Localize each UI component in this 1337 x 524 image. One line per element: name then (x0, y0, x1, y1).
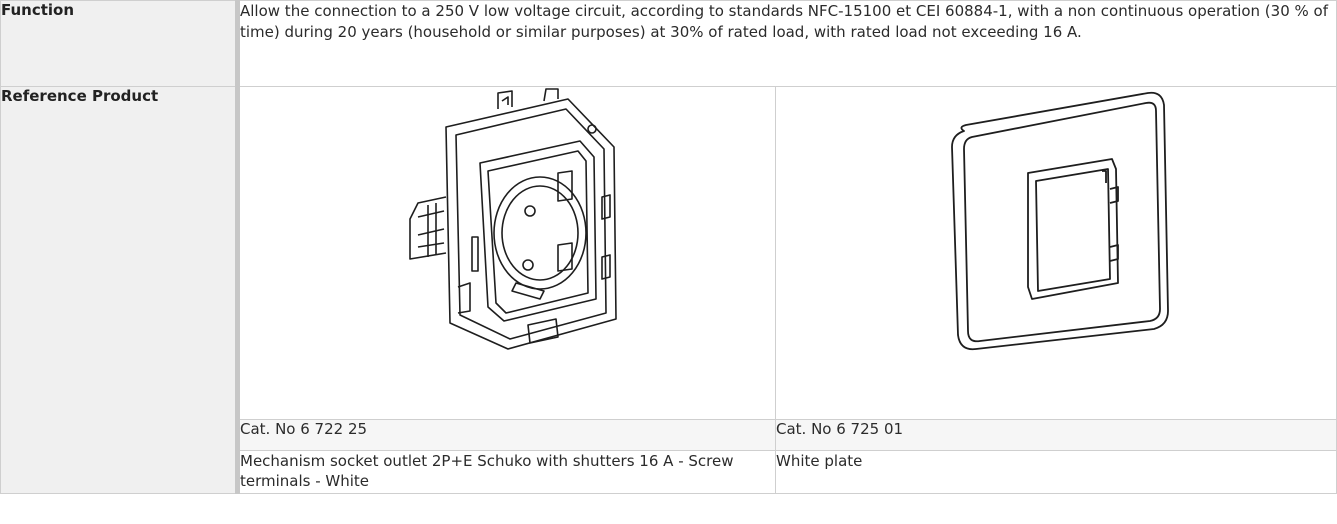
function-label: Function (0, 0, 240, 87)
function-text: Allow the connection to a 250 V low volt… (237, 0, 1337, 87)
socket-outlet-mechanism-icon (408, 88, 617, 350)
product-image-cell-1 (237, 86, 776, 420)
reference-cat-row: Cat. No 6 722 25 Cat. No 6 725 01 (1, 419, 1337, 451)
reference-image-row: Reference Product (0, 86, 1337, 494)
product-cat-no-2: Cat. No 6 725 01 (775, 419, 1337, 451)
cover-plate-icon (951, 91, 1169, 351)
spec-table: Function Allow the connection to a 250 V… (0, 0, 1337, 494)
reference-desc-row: Mechanism socket outlet 2P+E Schuko with… (1, 450, 1337, 494)
product-description-1: Mechanism socket outlet 2P+E Schuko with… (237, 450, 776, 494)
product-cat-no-1: Cat. No 6 722 25 (237, 419, 776, 451)
product-description-2: White plate (775, 450, 1337, 494)
product-image-cell-2 (775, 86, 1337, 420)
function-row: Function Allow the connection to a 250 V… (0, 0, 1337, 87)
reference-product-label: Reference Product (0, 86, 240, 494)
